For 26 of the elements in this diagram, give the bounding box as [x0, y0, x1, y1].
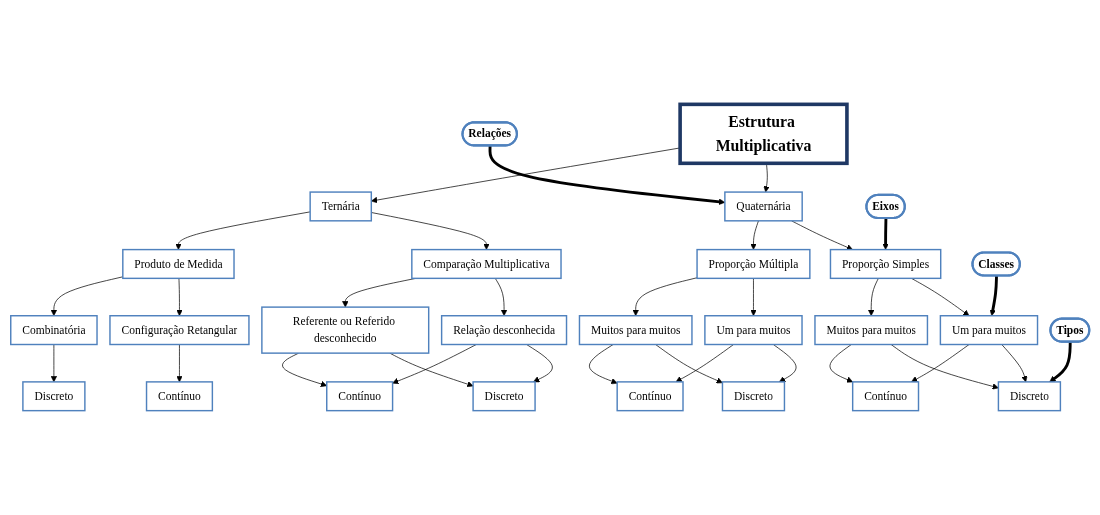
node-box: Discreto — [22, 381, 86, 412]
node-box: Comparação Multiplicativa — [411, 248, 562, 280]
node-box: Contínuo — [326, 381, 394, 412]
node-box: Produto de Medida — [122, 248, 235, 280]
node-box: Um para muitos — [704, 315, 803, 346]
node-box: Contínuo — [145, 381, 214, 412]
arrow — [882, 218, 889, 250]
node-box: Combinatória — [10, 315, 98, 346]
node-box: Proporção Simples — [829, 248, 942, 280]
node-box: Discreto — [472, 381, 536, 412]
node-box: Contínuo — [616, 381, 684, 412]
node-box: Muitos para muitos — [814, 315, 929, 346]
node-box: Contínuo — [851, 381, 920, 412]
arrow — [989, 275, 998, 317]
node-box: Estrutura Multiplicativa — [678, 102, 849, 166]
node-box: Um para muitos — [939, 315, 1039, 346]
node-box: Proporção Múltipla — [696, 248, 811, 280]
node-box: Discreto — [997, 381, 1062, 412]
node-box: Quaternária — [724, 191, 803, 222]
node-box: Relação desconhecida — [440, 315, 568, 346]
node-box: Discreto — [721, 381, 786, 412]
arrow — [1049, 341, 1072, 383]
node-box: Ternária — [309, 191, 373, 222]
node-box: Configuração Retangular — [109, 315, 250, 346]
node-box: Muitos para muitos — [578, 315, 693, 346]
node-box: Referente ou Referido desconhecido — [261, 306, 430, 354]
